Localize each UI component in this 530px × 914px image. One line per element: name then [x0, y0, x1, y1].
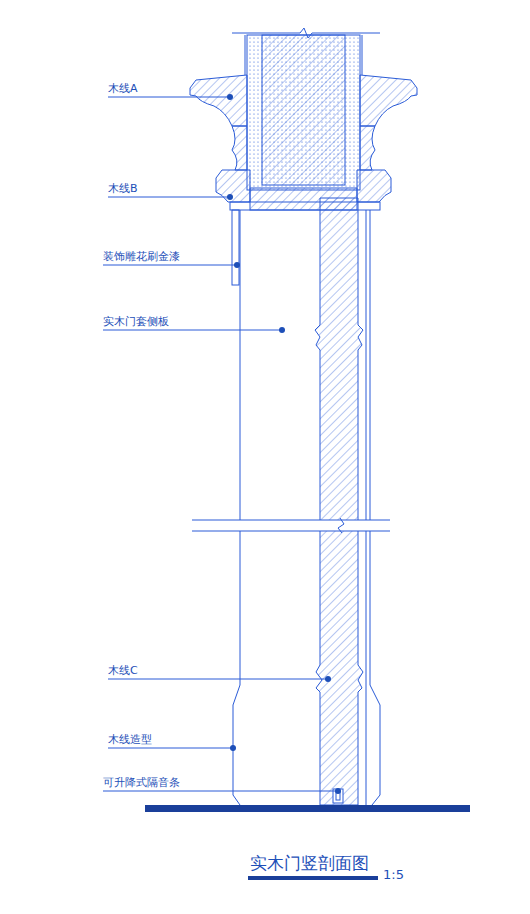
- leader-dot: [279, 327, 285, 333]
- scale-label: 1:5: [383, 868, 404, 882]
- door-leaf: [315, 198, 363, 805]
- middle-profile-right: [360, 126, 375, 170]
- leader-dot: [234, 262, 240, 268]
- leader-line: [108, 679, 328, 680]
- jamb-right: [370, 210, 380, 805]
- leader-dot: [227, 94, 233, 100]
- carved-ornament: [232, 210, 239, 285]
- moulding-a-left: [190, 75, 247, 126]
- leader-dot: [335, 788, 341, 794]
- leader-line: [108, 197, 230, 198]
- leader-line: [108, 748, 233, 749]
- break-mark: [338, 518, 344, 533]
- part-label: 木线B: [108, 183, 138, 195]
- part-label: 可升降式隔音条: [103, 777, 180, 789]
- part-label: 木线A: [108, 83, 138, 95]
- leader-line: [103, 791, 338, 792]
- leader-dot: [230, 745, 236, 751]
- title-underline: [248, 876, 378, 880]
- moulding-b-right: [357, 170, 391, 202]
- leader-line: [103, 330, 282, 331]
- leader-line: [108, 97, 230, 98]
- middle-profile-left: [232, 126, 247, 170]
- leader-line: [103, 265, 237, 266]
- jamb-left: [233, 210, 240, 805]
- part-label: 实木门套侧板: [103, 316, 169, 328]
- floor-line: [145, 805, 470, 812]
- part-label: 木线造型: [108, 734, 152, 746]
- moulding-a-right: [360, 75, 417, 126]
- wall: [262, 35, 345, 185]
- leader-dot: [227, 194, 233, 200]
- part-label: 木线C: [108, 665, 138, 677]
- wall-lining: [247, 35, 360, 190]
- part-label: 装饰雕花刷金漆: [103, 251, 180, 263]
- leader-dot: [325, 676, 331, 682]
- drawing-title: 实木门竖剖面图: [250, 854, 369, 873]
